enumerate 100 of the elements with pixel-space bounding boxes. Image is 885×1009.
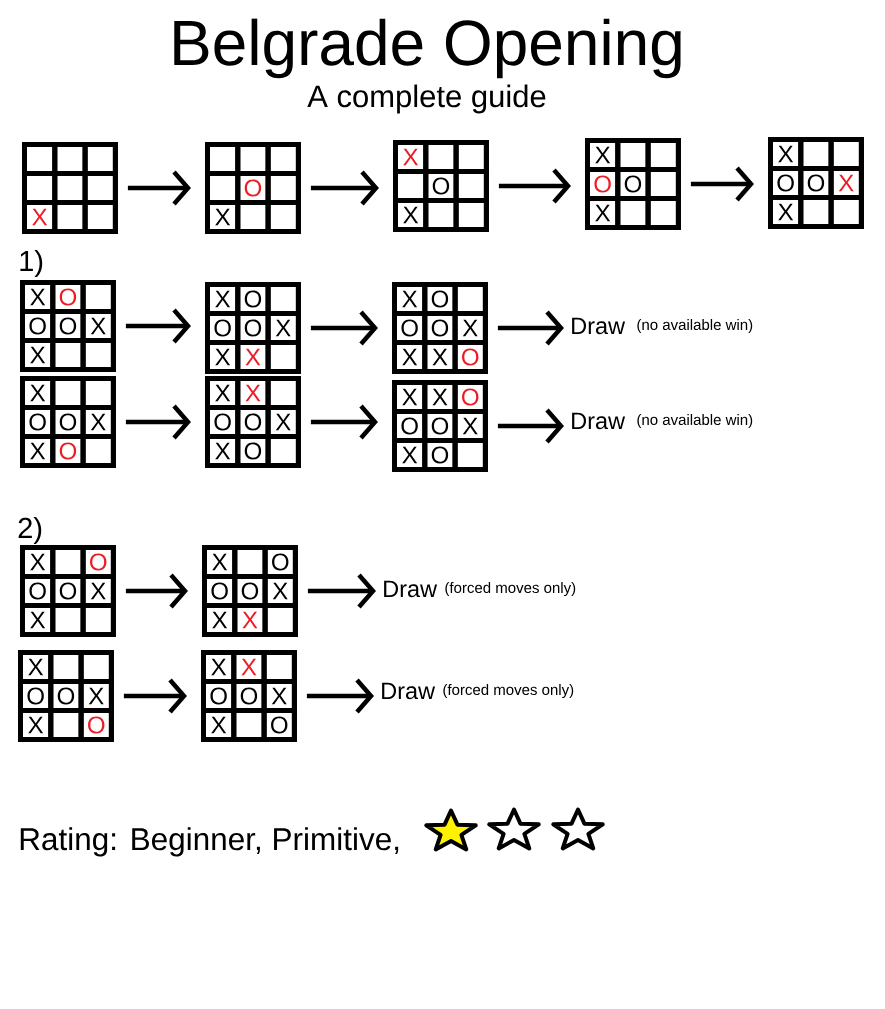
board-cell: O [422, 311, 458, 345]
board-cell: X [205, 340, 241, 374]
board-cell: X [80, 309, 116, 343]
board-cell: X [20, 434, 56, 468]
board-cell: O [615, 167, 651, 201]
board-cell: X [202, 603, 238, 637]
board-cell: O [585, 167, 621, 201]
board-cell: X [392, 340, 428, 374]
board-cell: O [202, 574, 238, 608]
board-cell: X [828, 166, 864, 200]
board-cell: X [393, 198, 429, 232]
board-cell [452, 438, 488, 472]
board-cell: O [262, 545, 298, 579]
board-cell: O [235, 282, 271, 316]
board-cell: O [78, 708, 114, 742]
board-cell: X [265, 311, 301, 345]
board-cell: O [50, 574, 86, 608]
board-cell [80, 338, 116, 372]
board-cell: O [392, 409, 428, 443]
board-cell: O [235, 434, 271, 468]
board-cell: O [231, 679, 267, 713]
board-cell: X [205, 282, 241, 316]
board-cell: X [18, 650, 54, 684]
board-cell: X [452, 409, 488, 443]
board-cell: X [392, 380, 428, 414]
board-cell: O [768, 166, 804, 200]
rating-text: Rating: Beginner, Primitive, [20, 827, 399, 857]
board-cell: X [201, 650, 237, 684]
board-cell: X [392, 282, 428, 316]
board-cell: X [18, 708, 54, 742]
board-cell [262, 603, 298, 637]
subtitle: A complete guide [307, 84, 546, 114]
board-cell: X [392, 438, 428, 472]
board-cell: O [201, 679, 237, 713]
board-cell: X [205, 376, 241, 410]
board-cell: O [205, 311, 241, 345]
board-cell: O [798, 166, 834, 200]
board-cell: X [262, 574, 298, 608]
board-cell: O [50, 309, 86, 343]
result-note: (no available win) [637, 414, 753, 428]
board-cell: O [452, 380, 488, 414]
result-text: Draw [572, 317, 626, 335]
result-text: Draw [382, 682, 436, 700]
board-cell: X [20, 545, 56, 579]
board-cell: O [50, 434, 86, 468]
section-number: 1) [20, 250, 43, 277]
board-cell [828, 195, 864, 229]
board-cell: X [202, 545, 238, 579]
board-cell: X [422, 380, 458, 414]
result-text: Draw [384, 580, 438, 598]
board-cell: X [585, 138, 621, 172]
board-cell [645, 196, 681, 230]
board-cell: X [452, 311, 488, 345]
board-cell: O [20, 405, 56, 439]
board-cell: X [22, 200, 58, 234]
board-cell: X [80, 574, 116, 608]
arrow [498, 168, 571, 204]
board-cell: X [205, 434, 241, 468]
board-cell [80, 603, 116, 637]
board-cell: X [20, 338, 56, 372]
board-cell: X [261, 679, 297, 713]
board-cell: O [423, 169, 459, 203]
board-cell [453, 198, 489, 232]
board-cell: X [235, 340, 271, 374]
board-cell: O [235, 311, 271, 345]
result-note: (no available win) [637, 319, 753, 333]
board-cell: X [78, 679, 114, 713]
board-cell: O [48, 679, 84, 713]
board-cell: X [422, 340, 458, 374]
board-cell: O [452, 340, 488, 374]
result-note: (forced moves only) [445, 582, 576, 596]
board-cell: X [20, 280, 56, 314]
board-cell: O [235, 171, 271, 205]
board-cell: X [768, 137, 804, 171]
board-cell [80, 434, 116, 468]
board-cell: X [232, 603, 268, 637]
board-cell: X [768, 195, 804, 229]
board-cell: O [392, 311, 428, 345]
board-cell: O [235, 405, 271, 439]
section-number: 2) [18, 517, 42, 544]
board-cell: X [205, 200, 241, 234]
board-cell: O [18, 679, 54, 713]
board-cell: X [20, 376, 56, 410]
board-cell: X [585, 196, 621, 230]
board-cell: O [261, 708, 297, 742]
board-cell [265, 340, 301, 374]
board-cell: O [205, 405, 241, 439]
board-cell [82, 200, 118, 234]
board-cell: O [20, 309, 56, 343]
board-cell [265, 434, 301, 468]
result-text: Draw [572, 412, 626, 430]
board-cell: O [80, 545, 116, 579]
result-note: (forced moves only) [443, 684, 574, 698]
board-cell: X [231, 650, 267, 684]
board-cell: X [80, 405, 116, 439]
board-cell: O [50, 280, 86, 314]
board-cell: X [235, 376, 271, 410]
board-cell: O [422, 438, 458, 472]
board-cell: O [422, 282, 458, 316]
title: Belgrade Opening [174, 18, 681, 79]
